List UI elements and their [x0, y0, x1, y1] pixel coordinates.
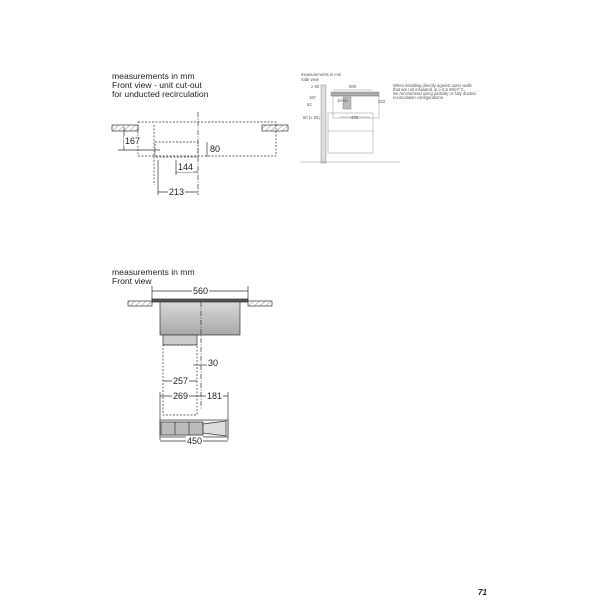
dim-62: 62	[307, 102, 312, 107]
figure2-caption-1: measurements in mm	[301, 72, 342, 77]
note-4: recirculation configurations.	[393, 95, 444, 100]
dim-gap: ≥ 50	[311, 84, 320, 89]
dim-range: 10-60	[337, 98, 348, 103]
dim-80: 80	[209, 144, 222, 154]
figure1-caption-1: measurements in mm	[112, 71, 195, 81]
dim-144: 144	[177, 162, 195, 172]
dim-top: 16?	[309, 95, 316, 100]
dim-269: 269	[172, 391, 190, 401]
note-2: that are not insulated, ψ ≥ 0.5 W/m²°C,	[393, 87, 465, 92]
side-view-drawing	[300, 84, 400, 164]
dim-600: 600	[349, 84, 356, 89]
figure1-caption-3: for unducted recirculation	[112, 89, 209, 99]
figure3-caption-2: Front view	[112, 276, 152, 286]
figure1-caption-2: Front view - unit cut-out	[112, 80, 202, 90]
dim-30: 30	[207, 358, 220, 368]
dim-475: 475	[351, 115, 358, 120]
cutout-drawing	[111, 112, 289, 195]
dim-257: 257	[172, 376, 190, 386]
dim-450: 450	[186, 436, 204, 446]
dim-181: 181	[206, 391, 224, 401]
figure3-caption-1: measurements in mm	[112, 267, 195, 277]
page-number: 71	[478, 588, 487, 597]
dim-bottom: 60 (≥ 25)	[303, 115, 320, 120]
dim-560: 560	[192, 286, 210, 296]
dim-223: 223	[378, 99, 385, 104]
figure2-caption-2: Side view	[301, 77, 319, 82]
dim-213: 213	[168, 187, 186, 197]
note-1: When installing directly against outer w…	[393, 83, 472, 88]
dim-167: 167	[124, 136, 142, 146]
note-3: we recommend using partially or fully du…	[393, 91, 476, 96]
front-view-drawing	[127, 286, 273, 442]
